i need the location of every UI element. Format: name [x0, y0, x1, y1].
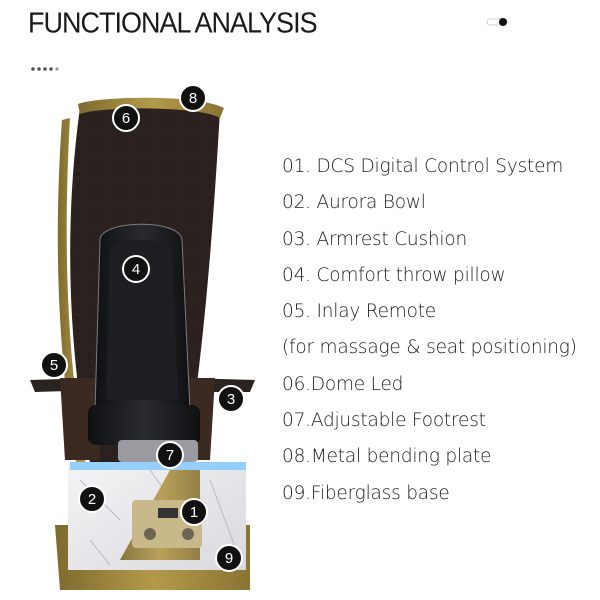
marker-7[interactable]: 7 [156, 441, 184, 469]
svg-text:4: 4 [132, 261, 140, 278]
pedicure-chair-image: 1 2 3 4 5 6 7 8 9 [30, 84, 255, 590]
marker-3[interactable]: 3 [217, 385, 245, 413]
page-title: FUNCTIONAL ANALYSIS [28, 7, 318, 39]
svg-text:6: 6 [122, 110, 130, 127]
svg-text:3: 3 [227, 391, 235, 408]
fiberglass-base [55, 462, 250, 590]
toggle-switch-icon[interactable] [486, 16, 510, 28]
pager-dots-icon[interactable] [30, 66, 60, 72]
feature-item: 09.Fiberglass base [282, 482, 450, 504]
marker-6[interactable]: 6 [112, 104, 140, 132]
svg-text:9: 9 [225, 550, 233, 567]
feature-item: 06.Dome Led [282, 373, 404, 395]
feature-item: 05. Inlay Remote [282, 301, 436, 323]
feature-item: 04. Comfort throw pillow [282, 264, 506, 286]
feature-item: 08.Metal bending plate [282, 446, 492, 468]
marker-8[interactable]: 8 [179, 84, 207, 112]
svg-text:8: 8 [189, 90, 197, 107]
marker-1[interactable]: 1 [180, 498, 208, 526]
feature-list: 01. DCS Digital Control System 02. Auror… [282, 152, 577, 515]
chair-seat [88, 223, 200, 462]
feature-item: 02. Aurora Bowl [282, 192, 426, 214]
marker-4[interactable]: 4 [122, 255, 150, 283]
feature-item-note: (for massage & seat positioning) [282, 337, 577, 359]
svg-text:5: 5 [50, 357, 58, 374]
marker-2[interactable]: 2 [78, 485, 106, 513]
marker-5[interactable]: 5 [40, 351, 68, 379]
marker-9[interactable]: 9 [215, 544, 243, 572]
feature-item: 01. DCS Digital Control System [282, 156, 564, 177]
svg-text:1: 1 [190, 504, 198, 521]
feature-item: 07.Adjustable Footrest [282, 410, 486, 432]
feature-item: 03. Armrest Cushion [282, 228, 468, 250]
svg-text:2: 2 [88, 491, 96, 508]
svg-text:7: 7 [166, 447, 174, 464]
